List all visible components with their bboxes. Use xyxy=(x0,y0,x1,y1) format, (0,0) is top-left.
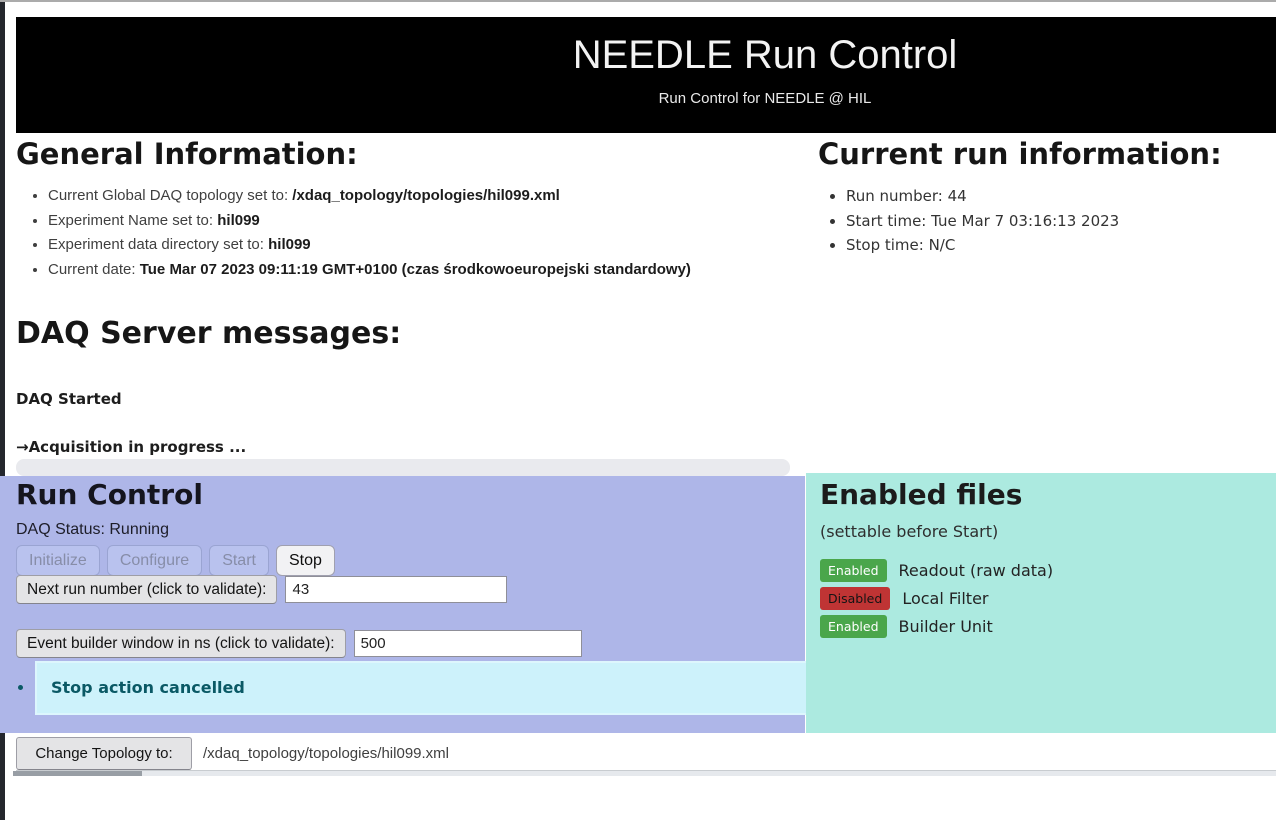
event-builder-validate-button[interactable]: Event builder window in ns (click to val… xyxy=(16,629,346,658)
daq-message: →Acquisition in progress ... xyxy=(16,438,247,456)
file-row: Disabled Local Filter xyxy=(820,587,989,610)
status-badge[interactable]: Enabled xyxy=(820,559,887,582)
window-left-edge xyxy=(0,2,5,820)
daq-message: DAQ Started xyxy=(16,390,122,408)
next-run-validate-button[interactable]: Next run number (click to validate): xyxy=(16,575,278,604)
notice-list: Stop action cancelled xyxy=(16,661,809,715)
list-item: Current Global DAQ topology set to: /xda… xyxy=(48,184,748,209)
status-badge[interactable]: Disabled xyxy=(820,587,891,610)
enabled-files-note: (settable before Start) xyxy=(820,522,999,541)
current-run-list: Run number: 44 Start time: Tue Mar 7 03:… xyxy=(818,184,1268,258)
list-item: Experiment data directory set to: hil099 xyxy=(48,233,748,258)
initialize-button[interactable]: Initialize xyxy=(16,545,100,576)
daq-messages-heading: DAQ Server messages: xyxy=(16,316,402,351)
current-run-heading: Current run information: xyxy=(818,137,1222,171)
horizontal-scrollbar[interactable] xyxy=(13,771,1276,776)
next-run-input[interactable] xyxy=(285,576,508,603)
topology-path-input[interactable] xyxy=(192,737,1276,770)
horizontal-scrollbar-thumb[interactable] xyxy=(13,771,142,776)
change-topology-row: Change Topology to: xyxy=(16,737,1276,771)
page-header: NEEDLE Run Control Run Control for NEEDL… xyxy=(16,17,1276,133)
enabled-files-heading: Enabled files xyxy=(820,478,1023,511)
general-information-heading: General Information: xyxy=(16,137,358,171)
current-run-section: Current run information: Run number: 44 … xyxy=(818,137,1268,258)
page-title: NEEDLE Run Control xyxy=(572,33,958,77)
stop-cancelled-notice: Stop action cancelled xyxy=(35,661,809,715)
general-information-section: General Information: Current Global DAQ … xyxy=(16,137,776,282)
item-label: Current Global DAQ topology set to: xyxy=(48,187,293,204)
next-run-row: Next run number (click to validate): xyxy=(16,575,508,604)
list-item: Experiment Name set to: hil099 xyxy=(48,209,748,234)
item-value: /xdaq_topology/topologies/hil099.xml xyxy=(292,187,560,204)
daq-messages-section: DAQ Server messages: xyxy=(16,316,401,351)
start-button[interactable]: Start xyxy=(209,545,269,576)
file-label: Builder Unit xyxy=(898,617,993,636)
event-builder-row: Event builder window in ns (click to val… xyxy=(16,629,582,658)
change-topology-button[interactable]: Change Topology to: xyxy=(16,737,192,770)
file-row: Enabled Readout (raw data) xyxy=(820,559,1053,582)
run-control-heading: Run Control xyxy=(16,478,203,511)
item-value: hil099 xyxy=(217,211,260,229)
item-label: Experiment data directory set to: xyxy=(48,236,269,253)
item-value: hil099 xyxy=(268,236,311,253)
enabled-files-panel: Enabled files (settable before Start) En… xyxy=(806,473,1276,733)
item-label: Experiment Name set to: xyxy=(48,211,218,229)
item-label: Current date: xyxy=(48,260,140,278)
run-control-panel: Run Control DAQ Status: Running Initiali… xyxy=(0,476,809,733)
status-badge[interactable]: Enabled xyxy=(820,615,887,638)
list-item: Start time: Tue Mar 7 03:16:13 2023 xyxy=(846,209,1268,234)
general-information-list: Current Global DAQ topology set to: /xda… xyxy=(16,184,748,282)
item-value: Tue Mar 07 2023 09:11:19 GMT+0100 (czas … xyxy=(139,260,691,278)
daq-status-text: DAQ Status: Running xyxy=(16,521,169,538)
file-label: Local Filter xyxy=(902,589,989,608)
messages-scrollbar[interactable] xyxy=(16,459,790,476)
list-item: Run number: 44 xyxy=(846,184,1268,209)
file-row: Enabled Builder Unit xyxy=(820,615,993,638)
run-control-buttons: Initialize Configure Start Stop xyxy=(16,545,335,576)
file-label: Readout (raw data) xyxy=(898,561,1054,580)
page-subtitle: Run Control for NEEDLE @ HIL xyxy=(658,90,872,107)
configure-button[interactable]: Configure xyxy=(106,545,203,576)
list-item: Stop time: N/C xyxy=(846,233,1268,258)
window-top-border xyxy=(0,0,1276,2)
event-builder-input[interactable] xyxy=(353,630,582,657)
stop-button[interactable]: Stop xyxy=(275,545,335,576)
list-item: Current date: Tue Mar 07 2023 09:11:19 G… xyxy=(48,258,748,283)
